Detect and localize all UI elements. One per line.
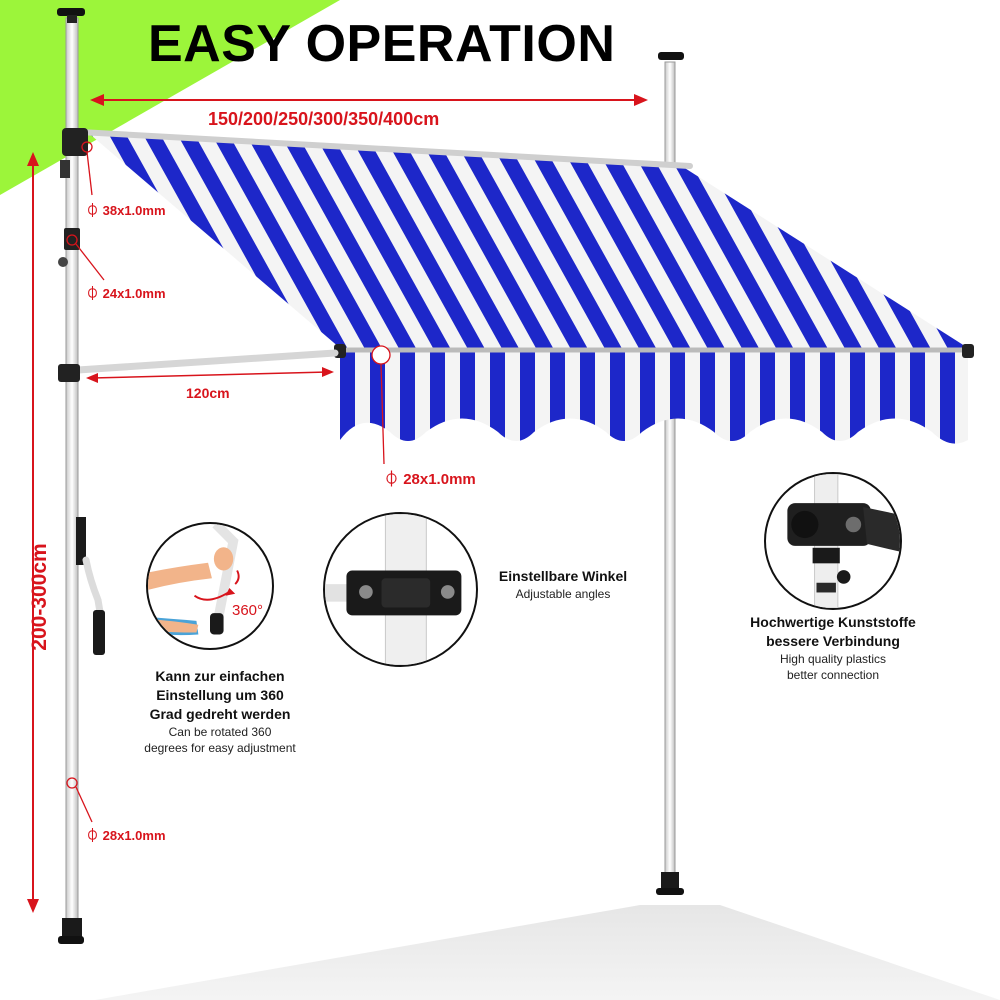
plastics-caption: Hochwertige Kunststoffe bessere Verbindu… [750,614,916,682]
height-dimension-arrow [27,152,39,913]
diameter-icon: ⏀ [86,203,100,218]
canopy-top [85,130,968,348]
spec-callouts [66,141,391,823]
support-arm [74,349,339,374]
floor-shadow [95,905,1000,1000]
angle-caption: Einstellbare Winkel Adjustable angles [498,568,628,601]
rotation-detail-circle: 360° [146,522,274,650]
width-label: 150/200/250/300/350/400cm [208,109,440,129]
clamp-illustration [325,514,462,665]
width-dimension-arrow [90,94,648,106]
arm-dimension-arrow [86,367,334,383]
degree-label: 360° [232,602,264,619]
plastics-detail-circle [764,472,902,610]
connector-illustration [787,474,900,608]
rotation-caption: Kann zur einfachen Einstellung um 360 Gr… [144,668,296,755]
spec-upper-tube: ⏀ 24x1.0mm [86,286,166,301]
page-title: EASY OPERATION [148,15,616,73]
rotation-hands-illustration [148,524,240,636]
angle-detail-circle [323,512,478,667]
spec-front-bar: ⏀ 28x1.0mm [384,471,476,488]
diameter-icon: ⏀ [384,471,400,488]
diameter-icon: ⏀ [86,828,100,843]
height-label: 200-300cm [28,543,51,651]
crank-handle [76,517,105,655]
spec-top-tube: ⏀ 38x1.0mm [86,203,166,218]
canopy-valance [340,348,968,444]
spec-lower-tube: ⏀ 28x1.0mm [86,828,166,843]
diameter-icon: ⏀ [86,286,100,301]
arm-length-label: 120cm [186,385,230,401]
